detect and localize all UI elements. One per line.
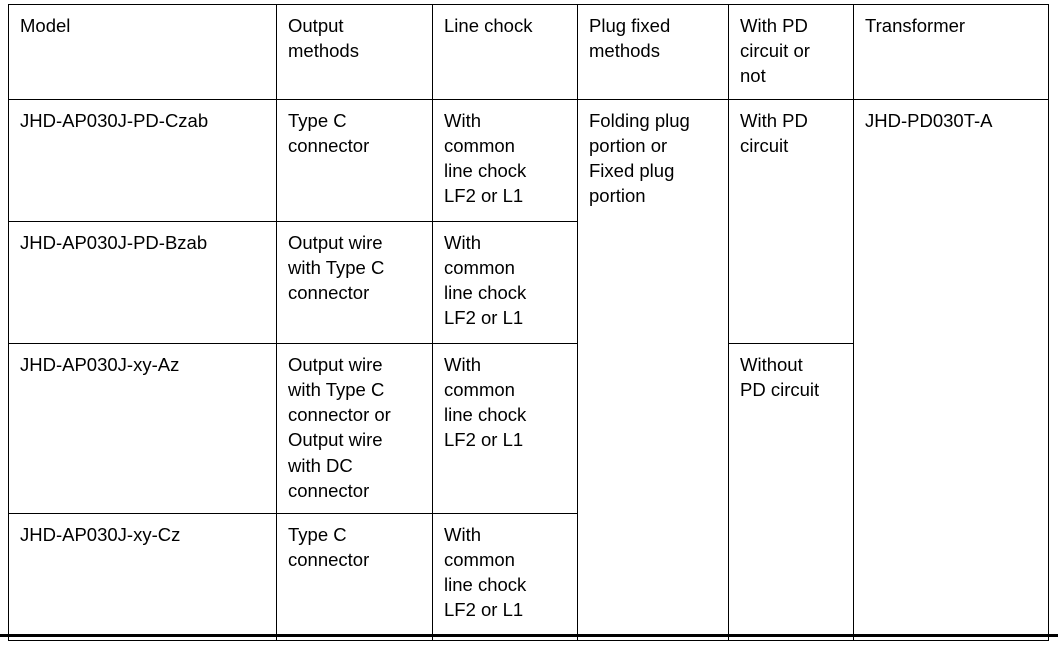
cell-line-chock-text: With common line chock LF2 or L1 xyxy=(444,232,527,329)
cell-line-chock: With common line chock LF2 or L1 xyxy=(432,513,578,641)
column-header-pd-circuit: With PD circuit or not xyxy=(728,4,854,100)
column-header-model: Model xyxy=(8,4,277,100)
cell-line-chock-text: With common line chock LF2 or L1 xyxy=(444,354,527,451)
cell-line-chock-text: With common line chock LF2 or L1 xyxy=(444,524,527,621)
table-row: JHD-AP030J-PD-Czab Type C connector With… xyxy=(8,99,1049,641)
column-header-line-chock-label: Line chock xyxy=(444,15,533,36)
cell-pd-circuit-with-text: With PD circuit xyxy=(740,110,808,157)
cell-model-text: JHD-AP030J-xy-Cz xyxy=(20,524,181,545)
cell-pd-circuit-without-text: Without PD circuit xyxy=(740,354,820,401)
page-bottom-rule xyxy=(0,634,1058,637)
cell-pd-circuit-without: Without PD circuit xyxy=(728,343,854,641)
table-header-row: Model Output methods Line chock Plug fix… xyxy=(8,4,1049,100)
cell-transformer: JHD-PD030T-A xyxy=(853,99,1049,641)
column-header-plug-fixed-methods: Plug fixed methods xyxy=(577,4,729,100)
table-row: JHD-AP030J-xy-Cz Type C connector With c… xyxy=(8,513,1049,641)
column-header-output-methods-label: Output methods xyxy=(288,15,359,62)
cell-output-methods-text: Output wire with Type C connector or Out… xyxy=(288,354,391,501)
cell-line-chock: With common line chock LF2 or L1 xyxy=(432,343,578,514)
cell-line-chock: With common line chock LF2 or L1 xyxy=(432,99,578,222)
column-header-pd-circuit-label: With PD circuit or not xyxy=(740,15,810,87)
column-header-transformer-label: Transformer xyxy=(865,15,966,36)
cell-output-methods-text: Output wire with Type C connector xyxy=(288,232,385,304)
table-row: JHD-AP030J-PD-Bzab Output wire with Type… xyxy=(8,221,1049,344)
cell-model-text: JHD-AP030J-PD-Czab xyxy=(20,110,209,131)
cell-model: JHD-AP030J-PD-Czab xyxy=(8,99,277,222)
product-model-specification-table: Model Output methods Line chock Plug fix… xyxy=(8,4,1049,641)
cell-plug-fixed-methods: Folding plug portion or Fixed plug porti… xyxy=(577,99,729,641)
cell-model: JHD-AP030J-xy-Az xyxy=(8,343,277,514)
cell-transformer-text: JHD-PD030T-A xyxy=(865,110,993,131)
column-header-line-chock: Line chock xyxy=(432,4,578,100)
cell-model: JHD-AP030J-PD-Bzab xyxy=(8,221,277,344)
specification-table-container: Model Output methods Line chock Plug fix… xyxy=(8,4,1049,641)
cell-output-methods-text: Type C connector xyxy=(288,110,370,157)
cell-output-methods: Type C connector xyxy=(276,513,433,641)
column-header-transformer: Transformer xyxy=(853,4,1049,100)
cell-pd-circuit-with: With PD circuit xyxy=(728,99,854,344)
column-header-plug-fixed-methods-label: Plug fixed methods xyxy=(589,15,671,62)
cell-output-methods: Output wire with Type C connector xyxy=(276,221,433,344)
table-row: JHD-AP030J-xy-Az Output wire with Type C… xyxy=(8,343,1049,641)
cell-model-text: JHD-AP030J-PD-Bzab xyxy=(20,232,208,253)
cell-line-chock: With common line chock LF2 or L1 xyxy=(432,221,578,344)
column-header-output-methods: Output methods xyxy=(276,4,433,100)
cell-plug-fixed-methods-text: Folding plug portion or Fixed plug porti… xyxy=(589,110,690,207)
cell-model-text: JHD-AP030J-xy-Az xyxy=(20,354,180,375)
cell-output-methods-text: Type C connector xyxy=(288,524,370,571)
cell-output-methods: Type C connector xyxy=(276,99,433,222)
cell-output-methods: Output wire with Type C connector or Out… xyxy=(276,343,433,514)
cell-line-chock-text: With common line chock LF2 or L1 xyxy=(444,110,527,207)
column-header-model-label: Model xyxy=(20,15,71,36)
cell-model: JHD-AP030J-xy-Cz xyxy=(8,513,277,641)
